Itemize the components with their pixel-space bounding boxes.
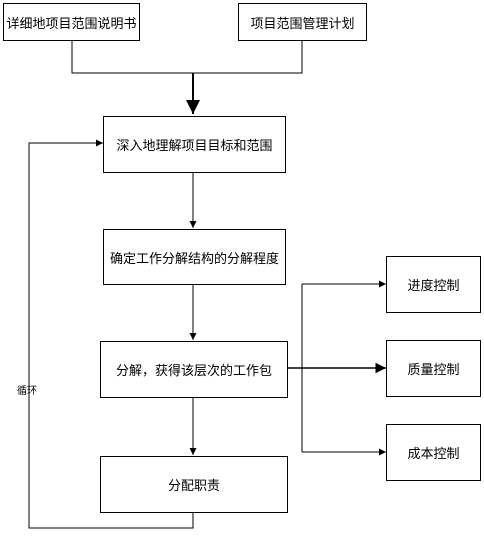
node-understand-goals: 深入地理解项目目标和范围	[103, 116, 286, 173]
merge-connector	[71, 40, 303, 74]
node-determine-wbs-level: 确定工作分解结构的分解程度	[103, 229, 286, 285]
node-schedule-control: 进度控制	[386, 256, 481, 313]
node-scope-management-plan: 项目范围管理计划	[238, 3, 367, 41]
node-scope-statement: 详细地项目范围说明书	[3, 3, 140, 41]
node-quality-control: 质量控制	[386, 340, 481, 397]
node-decompose-work-packages: 分解，获得该层次的工作包	[100, 341, 288, 398]
loop-connector	[28, 139, 194, 529]
node-assign-responsibilities: 分配职责	[100, 456, 288, 513]
loop-label: 循环	[17, 386, 37, 397]
node-cost-control: 成本控制	[386, 424, 481, 481]
